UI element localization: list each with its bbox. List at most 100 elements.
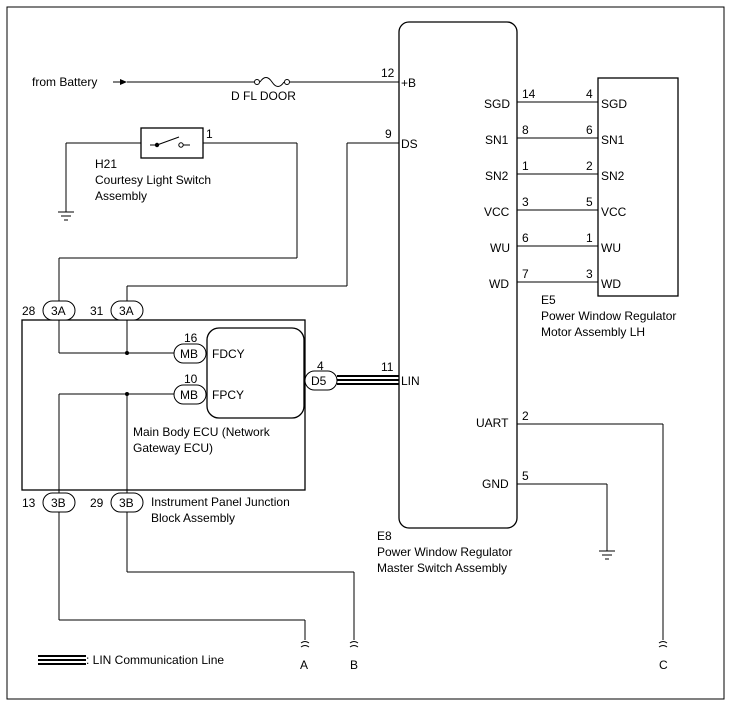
fuse-icon — [254, 77, 290, 87]
ecu-name-line2: Gateway ECU) — [133, 441, 213, 455]
svg-text:12: 12 — [381, 66, 395, 80]
svg-text:5: 5 — [586, 195, 593, 209]
connector-3b-13: 13 3B — [22, 492, 76, 513]
svg-text:7: 7 — [522, 267, 529, 281]
master-pin-gnd: GND 5 — [482, 469, 529, 491]
battery-label: from Battery — [32, 75, 97, 89]
motor-name-line2: Motor Assembly LH — [541, 325, 645, 339]
motor-assembly — [597, 77, 679, 297]
svg-text:WD: WD — [601, 277, 621, 291]
svg-text:3B: 3B — [51, 496, 66, 510]
master-pin-uart: UART 2 — [476, 409, 529, 430]
svg-text:UART: UART — [476, 416, 509, 430]
svg-text:6: 6 — [522, 231, 529, 245]
svg-text:2: 2 — [522, 409, 529, 423]
svg-text:WD: WD — [489, 277, 509, 291]
svg-text:SN1: SN1 — [601, 133, 625, 147]
motor-pin-sgd: 4 SGD — [586, 87, 627, 111]
motor-pin-vcc: 5 VCC — [586, 195, 627, 219]
svg-text:WU: WU — [601, 241, 621, 255]
svg-text:28: 28 — [22, 304, 36, 318]
diagram-frame — [6, 6, 725, 700]
svg-text:DS: DS — [401, 137, 418, 151]
motor-pin-sn2: 2 SN2 — [586, 159, 625, 183]
svg-text:4: 4 — [317, 359, 324, 373]
svg-text:A: A — [300, 658, 308, 672]
junction-name-line1: Instrument Panel Junction — [151, 495, 290, 509]
master-pin-wu: WU 6 — [490, 231, 529, 255]
master-pin-sgd: SGD 14 — [484, 87, 536, 111]
svg-text:SGD: SGD — [601, 97, 627, 111]
ground-icon — [599, 550, 615, 560]
svg-text:VCC: VCC — [601, 205, 627, 219]
svg-text:SGD: SGD — [484, 97, 510, 111]
ground-icon — [58, 211, 74, 221]
svg-text:8: 8 — [522, 123, 529, 137]
courtesy-name-line1: Courtesy Light Switch — [95, 173, 211, 187]
connector-3a-31: 31 3A — [90, 300, 144, 321]
svg-text:11: 11 — [381, 360, 394, 374]
svg-text:MB: MB — [180, 388, 198, 402]
ecu-name-line1: Main Body ECU (Network — [133, 425, 271, 439]
main-body-ecu — [206, 327, 305, 419]
svg-text:1: 1 — [586, 231, 593, 245]
terminal-b: B — [349, 641, 359, 672]
svg-text:B: B — [350, 658, 358, 672]
courtesy-code: H21 — [95, 157, 117, 171]
legend-label: : LIN Communication Line — [86, 653, 224, 667]
motor-pin-wd: 3 WD — [586, 267, 621, 291]
svg-text:29: 29 — [90, 496, 104, 510]
svg-text:3: 3 — [586, 267, 593, 281]
terminal-c: C — [658, 641, 668, 672]
svg-text:GND: GND — [482, 477, 509, 491]
svg-text:3: 3 — [522, 195, 529, 209]
svg-text:9: 9 — [385, 127, 392, 141]
ecu-pin-fpcy: 10 MB FPCY — [173, 372, 244, 405]
svg-text:1: 1 — [522, 159, 529, 173]
master-pin-sn1: SN1 8 — [485, 123, 529, 147]
svg-text:3A: 3A — [51, 304, 66, 318]
svg-text:WU: WU — [490, 241, 510, 255]
svg-text:+B: +B — [401, 76, 416, 90]
master-code: E8 — [377, 529, 392, 543]
svg-text:SN1: SN1 — [485, 133, 509, 147]
svg-text:D5: D5 — [311, 374, 327, 388]
svg-text:6: 6 — [586, 123, 593, 137]
svg-text:SN2: SN2 — [601, 169, 625, 183]
svg-text:3A: 3A — [119, 304, 134, 318]
motor-pin-sn1: 6 SN1 — [586, 123, 625, 147]
svg-text:SN2: SN2 — [485, 169, 509, 183]
lin-line — [337, 375, 399, 385]
connector-3b-29: 29 3B — [90, 492, 144, 513]
master-pin-wd: WD 7 — [489, 267, 529, 291]
svg-text:FPCY: FPCY — [212, 388, 244, 402]
motor-name-line1: Power Window Regulator — [541, 309, 676, 323]
svg-text:FDCY: FDCY — [212, 347, 245, 361]
master-name-line2: Master Switch Assembly — [377, 561, 507, 575]
svg-text:4: 4 — [586, 87, 593, 101]
motor-code: E5 — [541, 293, 556, 307]
master-pin-sn2: SN2 1 — [485, 159, 529, 183]
svg-text:LIN: LIN — [401, 374, 420, 388]
svg-text:2: 2 — [586, 159, 593, 173]
arrow-icon — [120, 79, 127, 85]
courtesy-switch — [140, 127, 204, 159]
master-pin-ds: 9 DS — [385, 127, 418, 151]
connector-d5: 4 D5 — [304, 359, 338, 391]
svg-text:C: C — [659, 658, 668, 672]
svg-text:16: 16 — [184, 331, 198, 345]
master-pin-lin: 11 LIN — [381, 360, 420, 388]
terminal-a: A — [300, 641, 310, 672]
connector-3a-28: 28 3A — [22, 300, 76, 321]
svg-text:5: 5 — [522, 469, 529, 483]
courtesy-name-line2: Assembly — [95, 189, 147, 203]
svg-text:VCC: VCC — [484, 205, 510, 219]
master-pin-b: 12 +B — [381, 66, 416, 90]
master-switch — [398, 21, 518, 529]
svg-text:10: 10 — [184, 372, 198, 386]
svg-text:14: 14 — [522, 87, 536, 101]
svg-text:31: 31 — [90, 304, 104, 318]
courtesy-pin: 1 — [206, 127, 213, 141]
motor-pin-wu: 1 WU — [586, 231, 621, 255]
